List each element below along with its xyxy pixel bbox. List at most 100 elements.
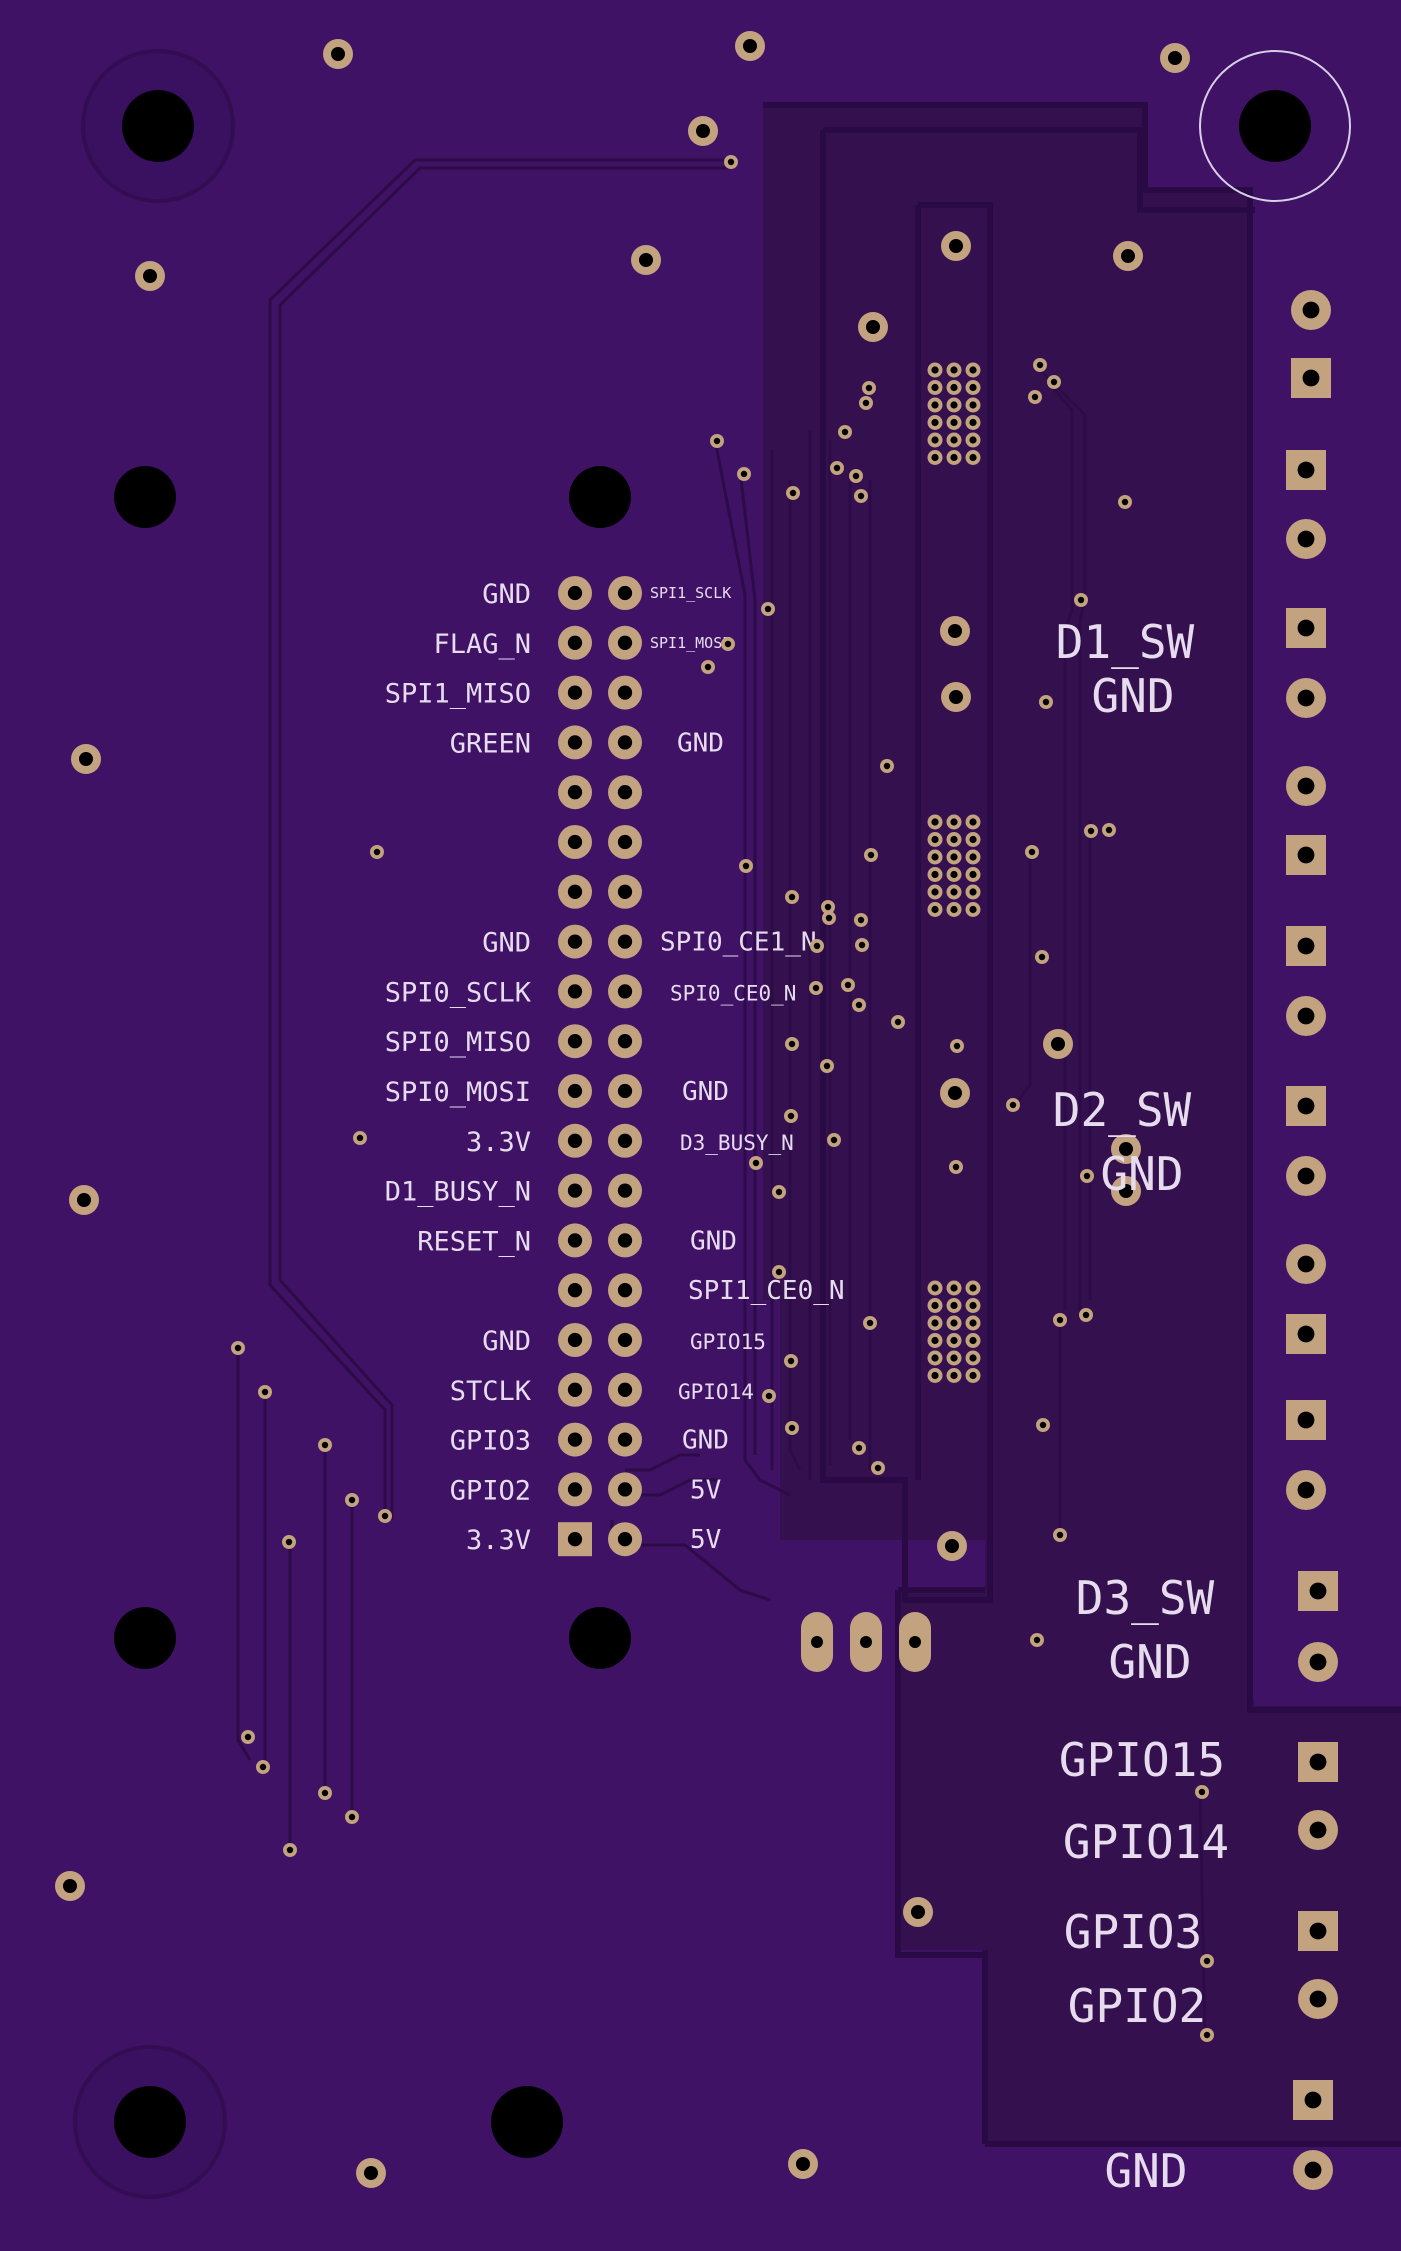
header-left-label-19: GPIO2 — [450, 1475, 531, 1506]
via-small-drill-4 — [789, 489, 797, 497]
connector-pad-2-drill — [1302, 369, 1320, 387]
via-large-drill-2 — [743, 39, 757, 53]
header-pin-left-10-drill — [567, 1034, 583, 1049]
via-small-drill-71 — [1198, 1788, 1206, 1796]
header-pin-right-19-drill — [617, 1482, 633, 1497]
via-array-1-via-drill — [969, 383, 977, 392]
via-small-drill-52 — [1056, 1316, 1064, 1324]
via-large-drill-10 — [79, 752, 93, 766]
header-left-label-11: SPI0_MOSI — [385, 1077, 531, 1108]
header-pin-right-4-drill — [617, 735, 633, 750]
header-pin-left-3-drill — [567, 685, 583, 700]
header-pin-left-15-drill — [567, 1283, 583, 1298]
via-small-drill-65 — [285, 1538, 293, 1546]
connector-pad-18-drill — [1309, 1653, 1327, 1671]
via-array-2-via-drill — [950, 888, 958, 896]
connector-pad-7-drill — [1297, 777, 1315, 795]
via-small-drill-22 — [742, 862, 750, 870]
via-small-drill-11 — [1121, 498, 1129, 506]
via-small-drill-42 — [356, 1134, 364, 1142]
via-small-drill-24 — [1087, 827, 1095, 835]
via-small-drill-50 — [866, 1319, 874, 1327]
via-small-drill-46 — [775, 1188, 783, 1196]
connector-pad-24-drill — [1304, 2161, 1322, 2179]
header-pin-left-8-drill — [567, 934, 583, 949]
header-left-label-9: SPI0_SCLK — [385, 977, 532, 1008]
via-small-drill-47 — [952, 1163, 960, 1171]
header-pin-right-17-drill — [617, 1382, 633, 1397]
connector-pad-19-drill — [1309, 1753, 1327, 1771]
via-small-drill-14 — [1031, 393, 1039, 401]
header-pin-right-18-drill — [617, 1432, 633, 1447]
via-small-drill-38 — [953, 1042, 961, 1050]
via-array-1-via-drill — [969, 418, 977, 427]
header-right-label-2: SPI1_MOSI — [650, 634, 731, 652]
via-array-2-via-drill — [931, 888, 939, 896]
header-left-label-18: GPIO3 — [450, 1426, 531, 1457]
header-left-label-14: RESET_N — [417, 1226, 531, 1257]
via-small-drill-13 — [1050, 378, 1058, 386]
via-array-1-via-drill — [931, 453, 939, 462]
via-small-drill-20 — [883, 762, 891, 770]
via-array-3-via-drill — [950, 1336, 958, 1345]
header-pin-left-1-drill — [567, 585, 583, 601]
via-array-3-via-drill — [950, 1319, 958, 1327]
connector-pad-22-drill — [1309, 1990, 1327, 2008]
via-array-2-via-drill — [950, 870, 958, 879]
via-array-1-via-drill — [950, 383, 958, 392]
connector-pad-9-drill — [1297, 937, 1315, 955]
via-array-3-via-drill — [950, 1301, 958, 1310]
via-small-drill-66 — [348, 1813, 356, 1821]
via-small-drill-61 — [1056, 1531, 1064, 1539]
via-small-drill-40 — [823, 1062, 831, 1070]
via-large-drill-1 — [331, 47, 345, 61]
header-pin-left-18-drill — [567, 1432, 583, 1447]
header-right-label-11: GND — [682, 1077, 729, 1107]
via-array-3-via-drill — [950, 1284, 958, 1292]
connector-pad-13-drill — [1297, 1255, 1315, 1273]
header-left-label-12: 3.3V — [466, 1127, 531, 1158]
header-pin-left-12-drill — [567, 1133, 583, 1148]
label-d2-gnd: GND — [1100, 1147, 1183, 1201]
header-pin-right-7-drill — [617, 884, 633, 899]
header-left-label-16: GND — [482, 1326, 531, 1357]
via-array-2-via-drill — [969, 853, 977, 861]
header-pin-right-2-drill — [617, 635, 633, 650]
via-large-drill-12 — [949, 690, 963, 704]
via-array-1-via-drill — [950, 418, 958, 427]
via-array-1-via-drill — [950, 436, 958, 444]
via-small-drill-58 — [855, 1444, 863, 1452]
via-large-drill-8 — [1121, 249, 1135, 263]
via-array-3-via-drill — [931, 1284, 939, 1292]
right-connector-pads — [1286, 290, 1338, 2190]
via-small-drill-26 — [788, 893, 796, 901]
header-pin-left-5-drill — [567, 785, 583, 800]
via-large-drill-7 — [949, 239, 963, 253]
header-pin-right-9-drill — [617, 984, 633, 999]
via-small-drill-67 — [321, 1789, 329, 1797]
via-array-2-via-drill — [969, 888, 977, 896]
via-array-2-via-drill — [969, 818, 977, 826]
via-array-2-via-drill — [931, 853, 939, 861]
via-array-3-via-drill — [969, 1354, 977, 1362]
via-array-3-via-drill — [931, 1319, 939, 1327]
header-pin-left-17-drill — [567, 1382, 583, 1397]
connector-pad-8-drill — [1297, 846, 1315, 864]
via-small-drill-51 — [1082, 1311, 1090, 1319]
header-pin-left-7-drill — [567, 884, 583, 899]
via-small-drill-34 — [812, 984, 820, 992]
header-pin-right-14-drill — [617, 1233, 633, 1248]
via-large-drill-21 — [364, 2166, 378, 2180]
connector-labels: D1_SW GND D2_SW GND D3_SW GND GPIO15 GPI… — [1053, 615, 1229, 2198]
header-left-label-20: 3.3V — [466, 1525, 531, 1556]
via-array-2-via-drill — [950, 818, 958, 826]
header-right-label-12: D3_BUSY_N — [680, 1131, 794, 1155]
connector-pad-16-drill — [1297, 1481, 1315, 1499]
via-large-drill-11 — [948, 624, 962, 638]
via-large-drill-3 — [1168, 51, 1182, 65]
via-small-drill-32 — [813, 942, 821, 950]
via-large-drill-16 — [1119, 1184, 1133, 1198]
header-pin-left-2-drill — [567, 635, 583, 650]
header-left-label-2: FLAG_N — [433, 629, 531, 660]
via-array-2-via-drill — [950, 905, 958, 914]
